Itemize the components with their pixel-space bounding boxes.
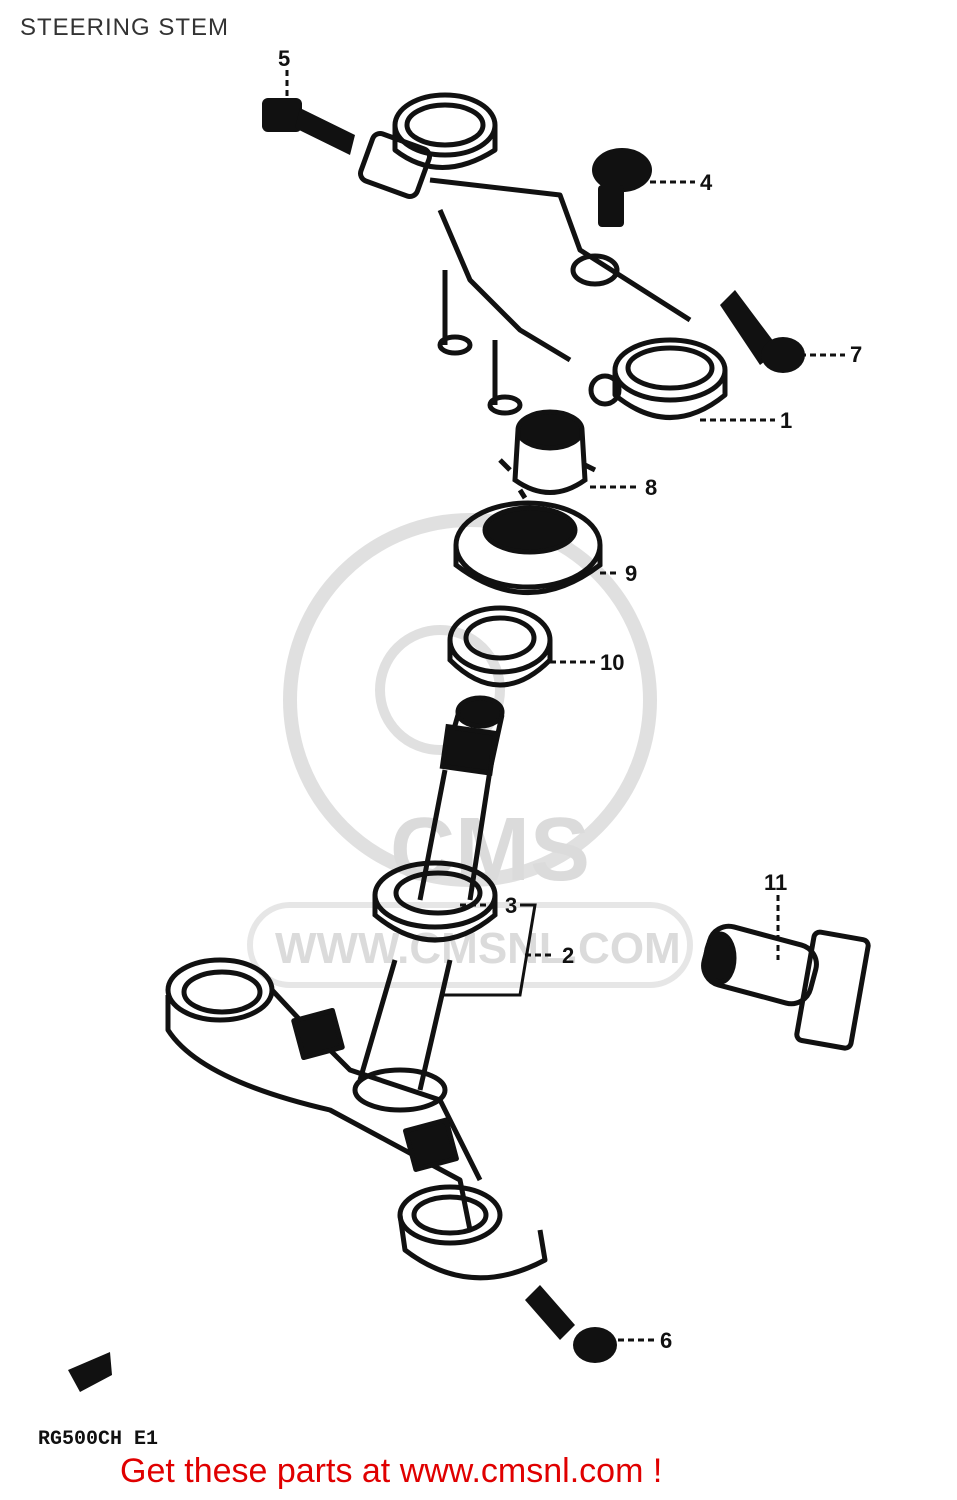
upper-bracket-part	[358, 92, 728, 420]
steering-stem-part-2	[357, 695, 505, 1091]
callout-7: 7	[850, 342, 862, 367]
bolt-part-5	[262, 98, 355, 155]
callout-4: 4	[700, 170, 713, 195]
bolt-part-7	[720, 290, 805, 373]
footer-shop-link[interactable]: Get these parts at www.cmsnl.com !	[120, 1452, 663, 1490]
bearing-part-10	[447, 605, 553, 688]
callout-8: 8	[645, 475, 657, 500]
callout-10: 10	[600, 650, 624, 675]
callout-2: 2	[562, 943, 574, 968]
model-code: RG500CH E1	[38, 1428, 159, 1451]
callout-11: 11	[764, 870, 787, 895]
dust-seal-part-9	[453, 500, 603, 595]
bolt-part-6	[525, 1285, 617, 1363]
callout-1: 1	[780, 408, 792, 433]
lower-bracket	[165, 957, 548, 1281]
bolt-part-4	[592, 148, 652, 227]
callout-6: 6	[660, 1328, 672, 1353]
steering-nut-part-8	[498, 409, 597, 500]
callout-5: 5	[278, 46, 290, 71]
front-direction-arrow-icon	[68, 1352, 112, 1392]
steering-lock-part-11	[701, 923, 871, 1051]
callout-3: 3	[505, 893, 517, 918]
watermark-url: WWW.CMSNL.COM	[275, 924, 681, 973]
callout-9: 9	[625, 561, 637, 586]
leader-lines	[285, 70, 845, 1342]
page-title: STEERING STEM	[20, 14, 230, 41]
